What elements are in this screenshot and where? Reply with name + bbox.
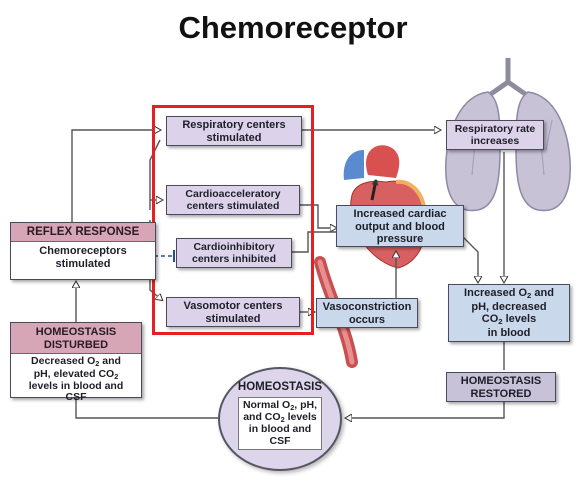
vasoconstriction-box: Vasoconstriction occurs — [316, 298, 418, 328]
reflex-header: REFLEX RESPONSE — [11, 223, 155, 243]
highlight-frame — [152, 105, 314, 335]
disturbed-header: HOMEOSTASIS DISTURBED — [11, 323, 141, 355]
reflex-body: Chemoreceptors stimulated — [39, 245, 127, 270]
disturbed-body: Decreased O2 and pH, elevated CO2 levels… — [28, 355, 124, 404]
page-title: Chemoreceptor — [178, 10, 408, 45]
vasomotor-box: Vasomotor centers stimulated — [166, 297, 300, 327]
cardioinhibitory-box: Cardioinhibitory centers inhibited — [176, 238, 292, 268]
homeostasis-circle: HOMEOSTASIS Normal O2, pH, and CO2 level… — [218, 367, 342, 471]
respiratory-rate-box: Respiratory rate increases — [446, 120, 544, 150]
homeostasis-header: HOMEOSTASIS — [237, 381, 323, 393]
homeostasis-disturbed-box: HOMEOSTASIS DISTURBED Decreased O2 and p… — [10, 322, 142, 403]
increased-o2-box: Increased O2 and pH, decreased CO2 level… — [448, 284, 570, 342]
cardioacceleratory-box: Cardioacceleratory centers stimulated — [166, 185, 300, 215]
respiratory-centers-box: Respiratory centers stimulated — [166, 116, 302, 146]
homeostasis-restored-box: HOMEOSTASIS RESTORED — [446, 372, 556, 402]
cardiac-output-box: Increased cardiac output and blood press… — [336, 205, 464, 247]
homeostasis-body: Normal O2, pH, and CO2 levels in blood a… — [238, 397, 322, 451]
reflex-response-box: REFLEX RESPONSE Chemoreceptors stimulate… — [10, 222, 156, 280]
